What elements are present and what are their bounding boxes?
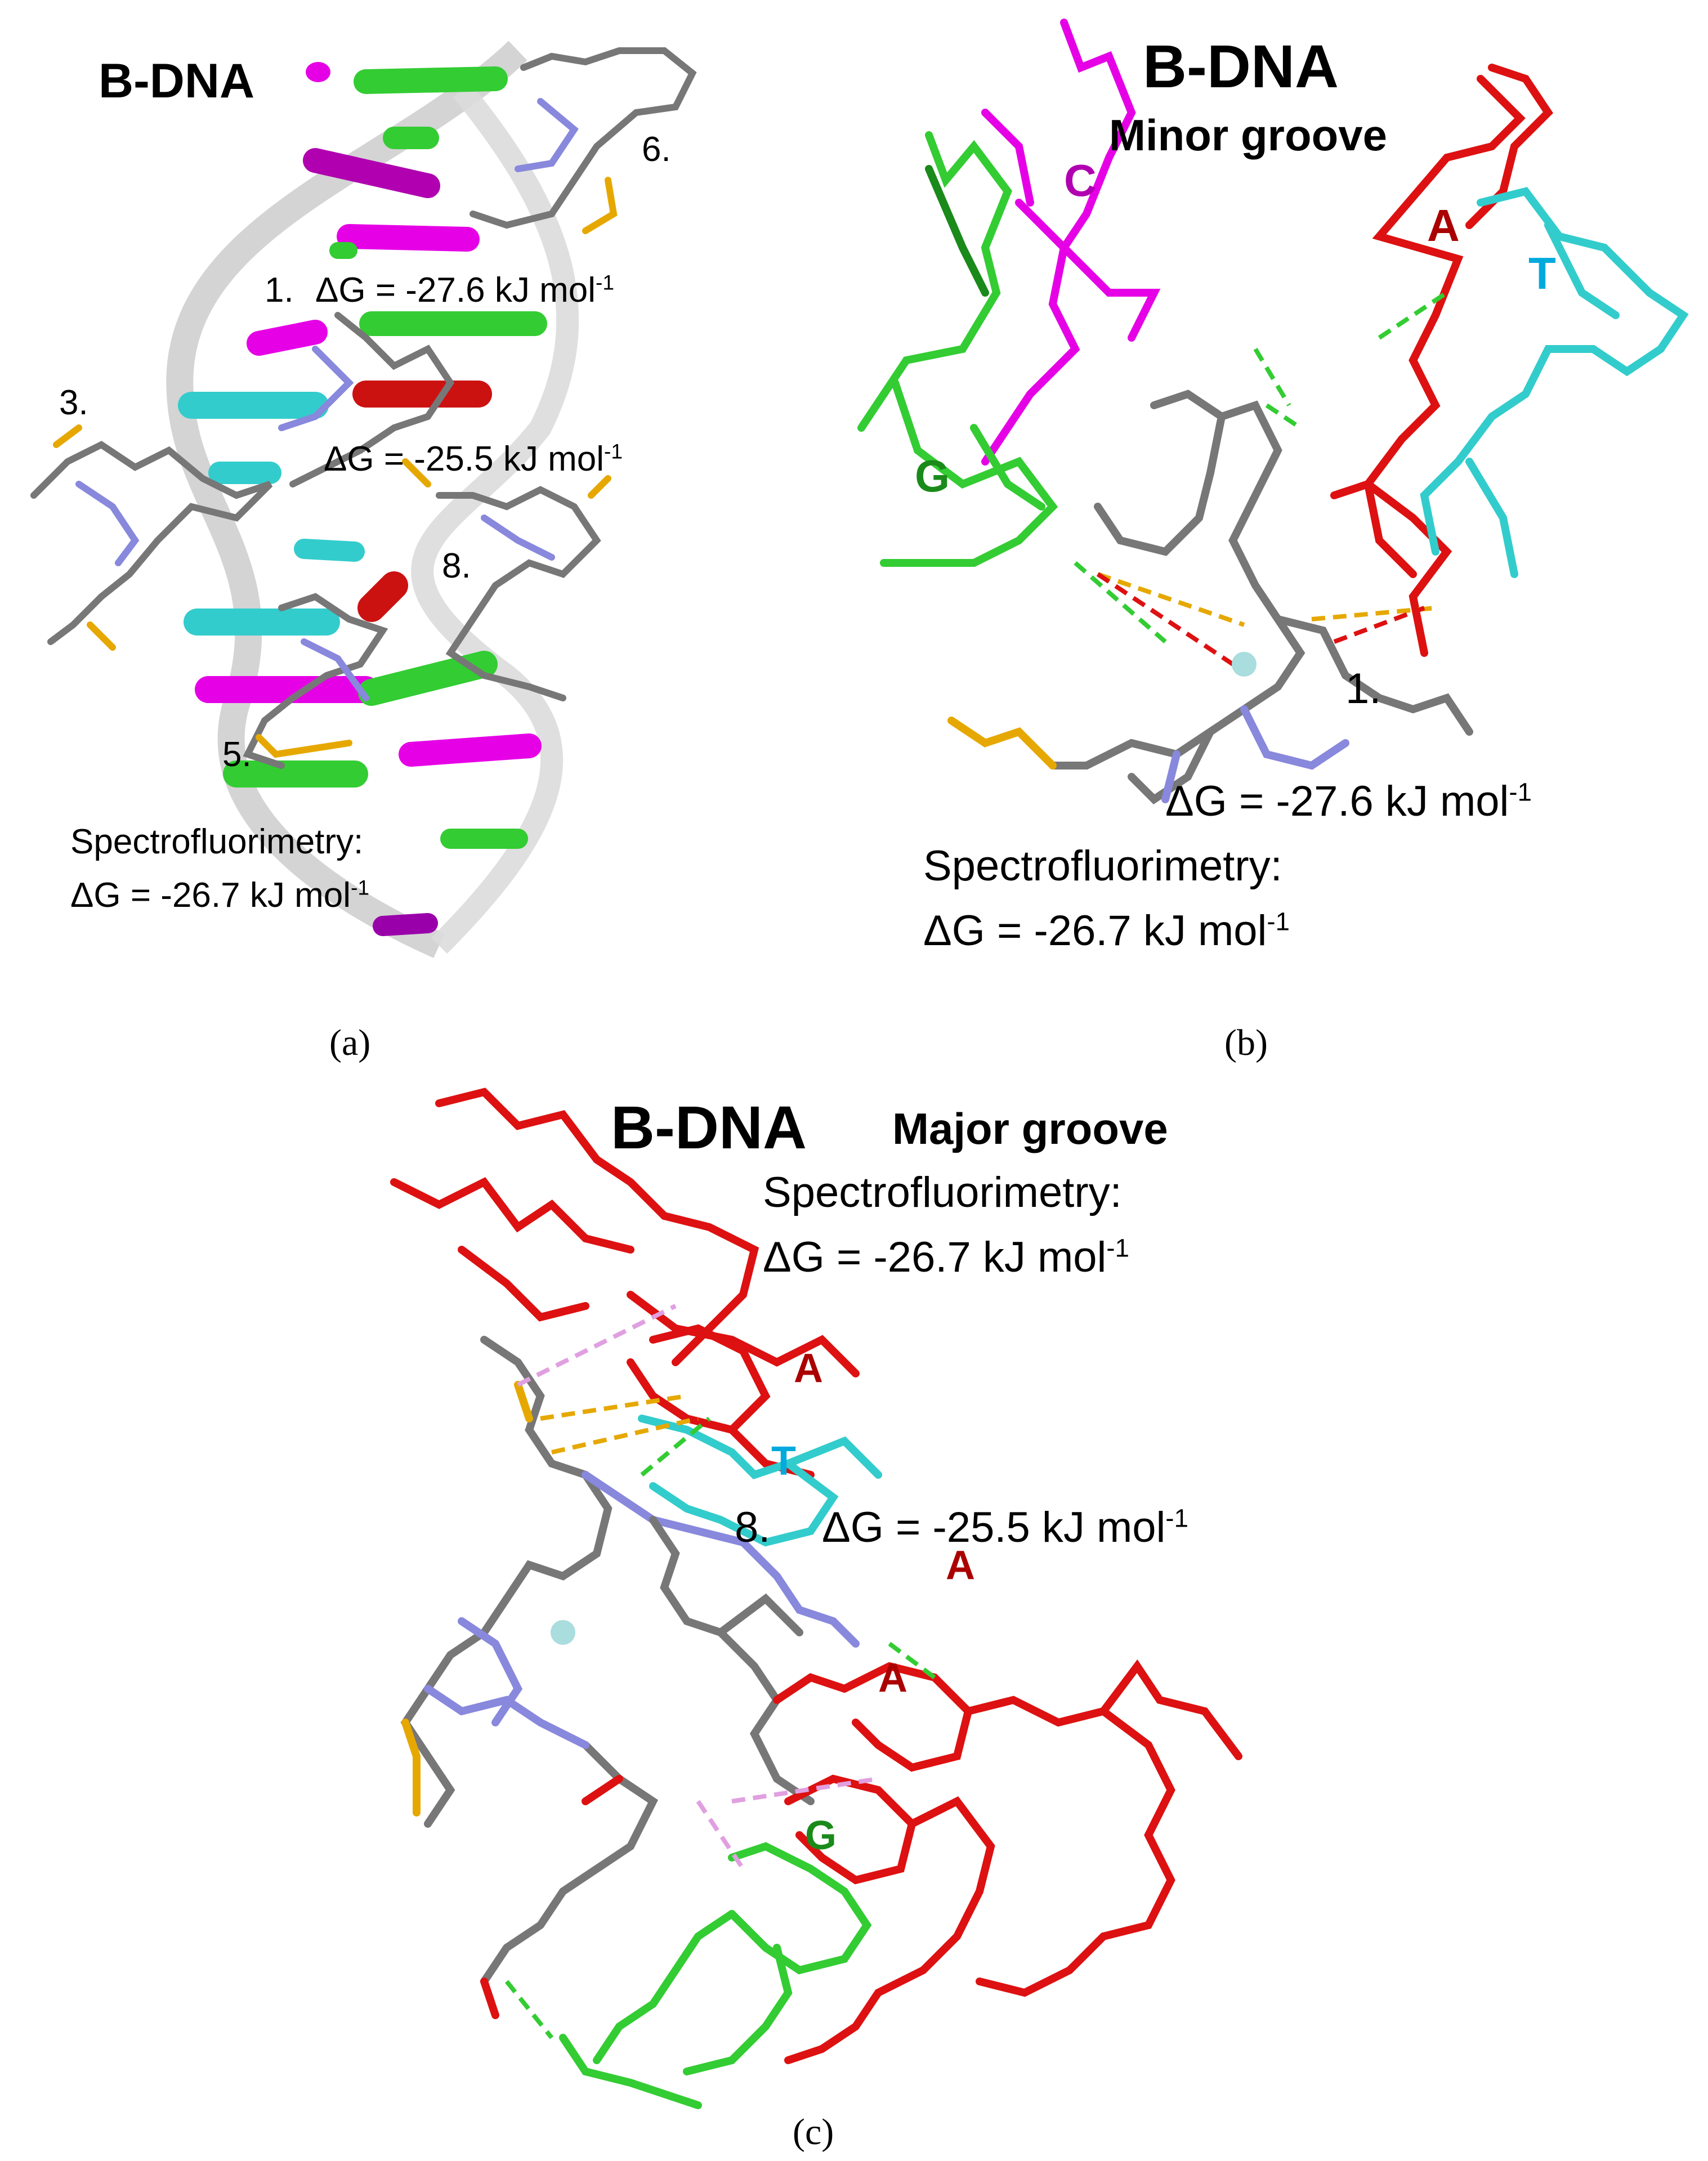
base-label-a2: A [946,1543,975,1588]
panel-a-caption: (a) [329,1022,371,1063]
label-6-number: 6. [642,130,671,169]
panel-b-dg-text: ΔG = -27.6 kJ mol [1165,777,1509,825]
label-mid-dg: ΔG = -25.5 kJ mol-1 [324,439,623,479]
nucleotide-a [1362,75,1526,657]
label-1-dg-sup: -1 [595,270,615,294]
base-a-right [840,1662,973,1772]
panel-c-structure [390,1088,1242,2109]
panel-c-dg-text: ΔG = -25.5 kJ mol [822,1504,1166,1551]
base-label-c: C [1064,155,1097,205]
panel-b-spec-dg-sup: -1 [1267,907,1290,936]
ligand-3 [30,441,273,645]
nucleotide-c [981,19,1136,466]
bp-magenta-3 [247,320,328,356]
label-mid-dg-sup: -1 [603,439,623,463]
panel-b-structure [857,19,1689,805]
panel-b-caption: (b) [1224,1022,1268,1063]
base-label-a: A [1427,200,1460,250]
base-g [728,1842,872,1975]
panel-c-dg-sup: -1 [1165,1504,1188,1533]
base-label-g: G [915,451,950,501]
nucleotide-g [857,131,1012,432]
panel-c-spec-dg: ΔG = -26.7 kJ mol-1 [763,1233,1129,1282]
panel-b-spec-label: Spectrofluorimetry: [923,842,1282,890]
label-1-dg-text: ΔG = -27.6 kJ mol [315,271,596,310]
panel-c: B-DNA Major groove Spectrofluorimetry: Δ… [0,1070,1708,2161]
base-label-a3: A [878,1656,907,1701]
panel-a-structure [30,41,697,958]
panel-c-title: B-DNA [611,1093,807,1161]
panel-c-dg: ΔG = -25.5 kJ mol-1 [822,1503,1188,1552]
panel-b-spec-dg-text: ΔG = -26.7 kJ mol [923,907,1267,955]
panel-b-title: B-DNA [1143,32,1339,100]
label-1-dg: ΔG = -27.6 kJ mol-1 [315,270,614,310]
title-marker-icon [306,62,330,82]
panel-b-label-1: 1. [1345,665,1381,713]
panel-b-subtitle: Minor groove [1109,110,1388,160]
bp-cyan-3 [294,539,365,562]
panel-b-dg: ΔG = -27.6 kJ mol-1 [1165,777,1532,826]
base-a-lower [784,1774,916,1885]
panel-a: B-DNA 6. 1. ΔG = -27.6 kJ mol-1 3. ΔG = … [0,0,844,1063]
panel-a-title: B-DNA [99,54,255,108]
base-label-a1: A [794,1346,823,1391]
panel-b: B-DNA Minor groove C A T G 1. ΔG = -27.6… [816,0,1708,1063]
metal-center-b [1232,652,1257,677]
ligand-1-b [1049,390,1305,769]
panel-a-spec-dg-sup: -1 [350,875,370,900]
panel-a-spec-dg: ΔG = -26.7 kJ mol-1 [70,875,369,915]
bp-magenta-5 [399,733,542,767]
panel-a-spec-label: Spectrofluorimetry: [70,822,364,861]
panel-b-dg-sup: -1 [1509,777,1532,807]
base-t [638,1415,839,1547]
base-label-g-c: G [805,1813,837,1858]
bp-magenta-1 [303,148,440,198]
nucleotide-t [1420,187,1689,556]
bp-magenta-2 [337,224,480,252]
dna-ribbon-2 [411,83,579,954]
panel-c-subtitle: Major groove [892,1104,1168,1153]
bp-magenta-6 [373,913,438,936]
base-label-t: T [1528,248,1556,298]
backbone-red-top [435,1088,759,1366]
label-8-number: 8. [442,547,471,585]
panel-c-spec-label: Spectrofluorimetry: [763,1169,1122,1216]
panel-c-spec-dg-text: ΔG = -26.7 kJ mol [763,1233,1107,1281]
label-mid-dg-text: ΔG = -25.5 kJ mol [324,440,604,478]
panel-c-caption: (c) [793,2111,834,2153]
ligand-6 [470,47,697,229]
panel-c-spec-dg-sup: -1 [1106,1233,1129,1263]
ligand-1 [289,312,455,487]
base-label-t-c: T [771,1439,796,1484]
panel-b-spec-dg: ΔG = -26.7 kJ mol-1 [923,906,1290,955]
bp-green-5 [358,651,498,706]
metal-center-c [551,1620,575,1645]
bp-red-2 [357,571,408,622]
panel-c-label-8: 8. [735,1504,771,1551]
label-3-number: 3. [59,383,88,422]
ligand-8-c [400,1336,612,1828]
ligand-8 [436,486,601,701]
label-1-number: 1. [265,271,294,310]
panel-a-spec-dg-text: ΔG = -26.7 kJ mol [70,876,351,915]
bp-green-1 [354,66,508,94]
label-5-number: 5. [222,735,252,774]
